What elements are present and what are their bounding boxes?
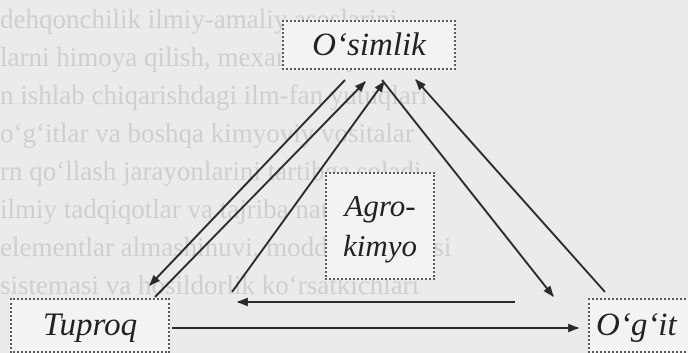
background-line: o‘g‘itlar va boshqa kimyoviy vositalar	[0, 118, 414, 148]
arrow-to-osimlik-center	[231, 81, 385, 293]
arrow-osimlik-to-tuproq	[149, 79, 346, 286]
node-osimlik-label: O‘simlik	[312, 26, 426, 63]
node-agrokimyo-line2: kimyo	[342, 228, 418, 263]
node-agrokimyo: Agro- kimyo	[325, 172, 435, 280]
arrow-ogit-to-osimlik	[415, 79, 606, 293]
arrow-osimlik-to-ogit	[381, 79, 554, 297]
node-osimlik: O‘simlik	[282, 20, 456, 70]
node-tuproq-label: Tuproq	[42, 307, 138, 343]
arrow-tuproq-to-osimlik	[154, 81, 366, 298]
node-tuproq: Tuproq	[10, 298, 170, 353]
node-ogit-label: O‘g‘it	[596, 307, 677, 343]
node-ogit: O‘g‘it	[588, 298, 688, 353]
node-agrokimyo-line1: Agro-	[344, 188, 416, 223]
